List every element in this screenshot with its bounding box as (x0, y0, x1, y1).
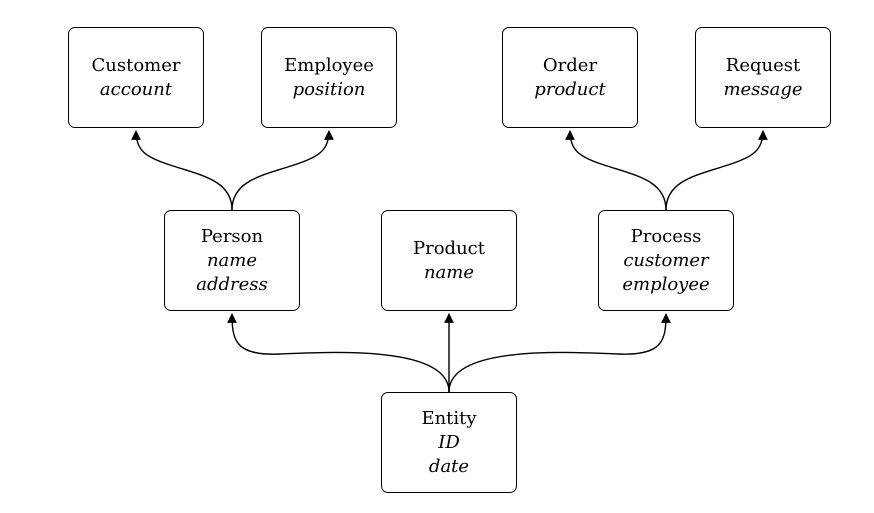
node-order: Order product (502, 27, 638, 128)
node-person: Person name address (164, 210, 300, 311)
node-person-title: Person (200, 225, 264, 247)
node-request-title: Request (725, 54, 801, 76)
node-product-title: Product (413, 237, 485, 259)
node-process-title: Process (630, 225, 702, 247)
node-customer: Customer account (68, 27, 204, 128)
node-entity-attr-date: date (428, 455, 470, 477)
node-employee-title: Employee (284, 54, 374, 76)
edge-entity-to-person (227, 313, 450, 393)
edge-process-to-request (665, 130, 768, 211)
node-order-attr-product: product (534, 78, 606, 100)
node-employee: Employee position (261, 27, 397, 128)
node-customer-title: Customer (91, 54, 181, 76)
edge-process-to-order (565, 130, 667, 211)
node-person-attr-address: address (196, 273, 268, 295)
node-product: Product name (381, 210, 517, 311)
edge-person-to-customer (131, 130, 233, 211)
node-process: Process customer employee (598, 210, 734, 311)
edge-person-to-employee (231, 130, 334, 211)
node-request-attr-message: message (723, 78, 803, 100)
node-process-attr-employee: employee (622, 273, 710, 295)
edge-entity-to-process (448, 313, 671, 393)
node-entity-attr-id: ID (438, 431, 460, 453)
node-product-attr-name: name (423, 261, 475, 283)
node-entity: Entity ID date (381, 392, 517, 493)
node-entity-title: Entity (421, 407, 477, 429)
node-customer-attr-account: account (99, 78, 173, 100)
node-order-title: Order (542, 54, 598, 76)
node-request: Request message (695, 27, 831, 128)
node-process-attr-customer: customer (623, 249, 709, 271)
node-employee-attr-position: position (292, 78, 366, 100)
node-person-attr-name: name (206, 249, 258, 271)
